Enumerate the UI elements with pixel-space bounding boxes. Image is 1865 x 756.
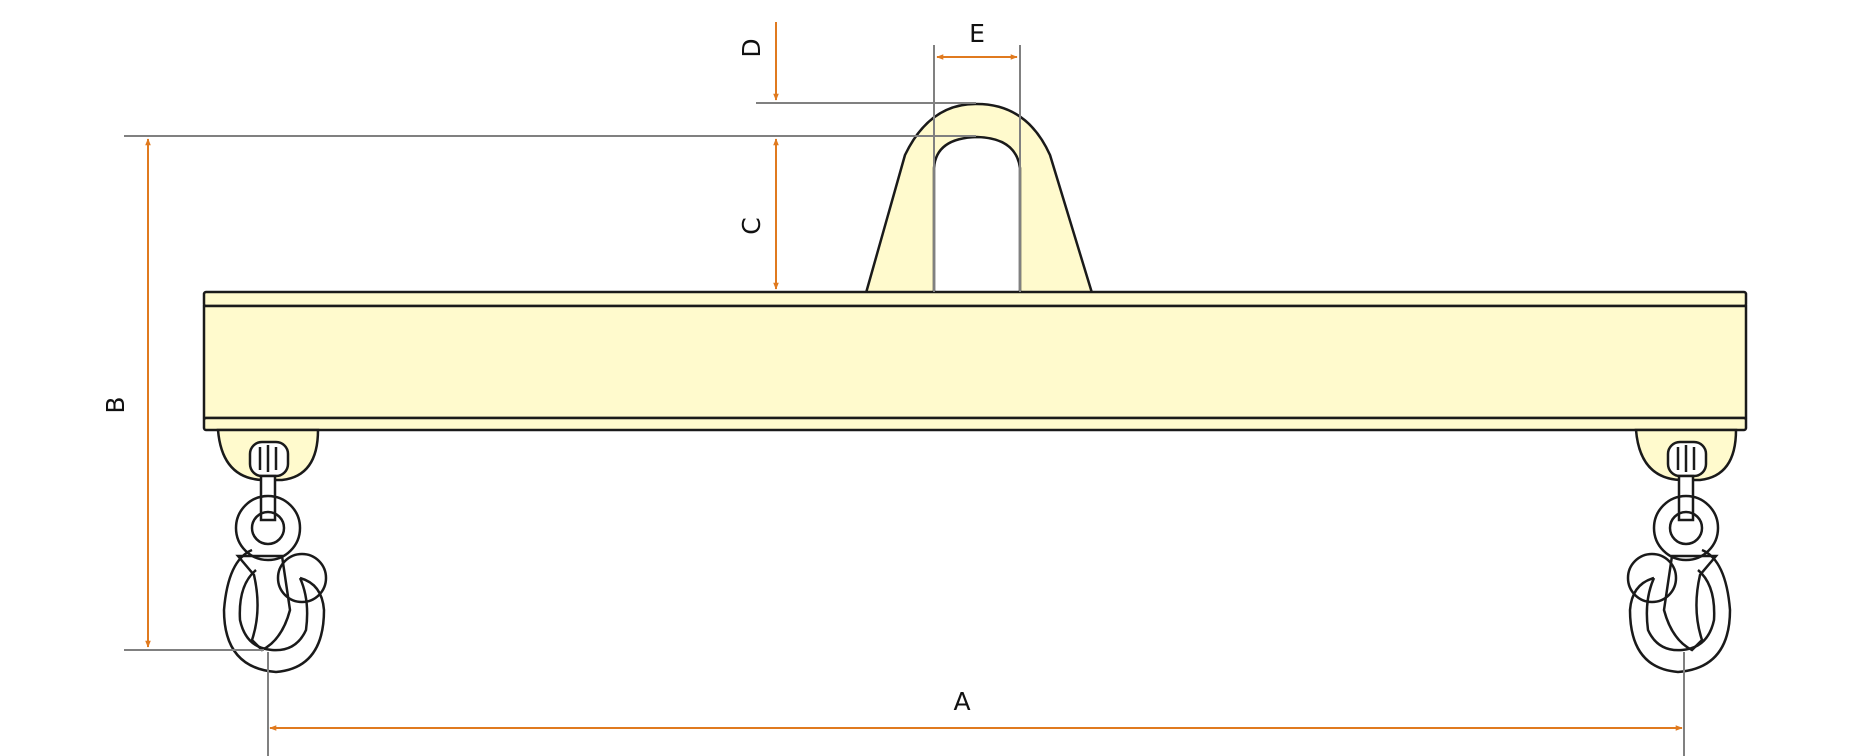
dimension-d-label: D	[737, 38, 766, 57]
left-hook-swivel	[234, 494, 302, 562]
beam-top-flange	[202, 290, 1748, 308]
left-hook-body	[222, 548, 326, 674]
right-hook-swivel	[1652, 494, 1720, 562]
right-hook-assembly	[1626, 428, 1738, 674]
main-beam	[202, 290, 1748, 432]
dimension-a-label: A	[953, 687, 970, 716]
dimension-c-label: C	[737, 217, 766, 234]
dimension-b-label: B	[101, 396, 130, 413]
beam-bottom-flange	[202, 416, 1748, 432]
left-hook-latch-ring	[276, 552, 328, 604]
right-hook-shank	[1677, 474, 1695, 522]
left-hook-latch	[235, 554, 292, 652]
lifting-eye	[864, 102, 1094, 295]
beam-web	[202, 304, 1748, 420]
dimension-lines	[145, 22, 1683, 731]
extension-lines	[124, 45, 1685, 756]
dimension-labels: A B C D E	[101, 19, 985, 716]
right-hook-body	[1628, 548, 1732, 674]
right-hook-latch	[1662, 554, 1719, 652]
lifting-eye-opening	[932, 135, 1022, 295]
dimension-e-label: E	[969, 19, 985, 48]
right-hook-latch-ring	[1626, 552, 1678, 604]
left-hook-shank	[259, 474, 277, 522]
left-hook-assembly	[216, 428, 328, 674]
